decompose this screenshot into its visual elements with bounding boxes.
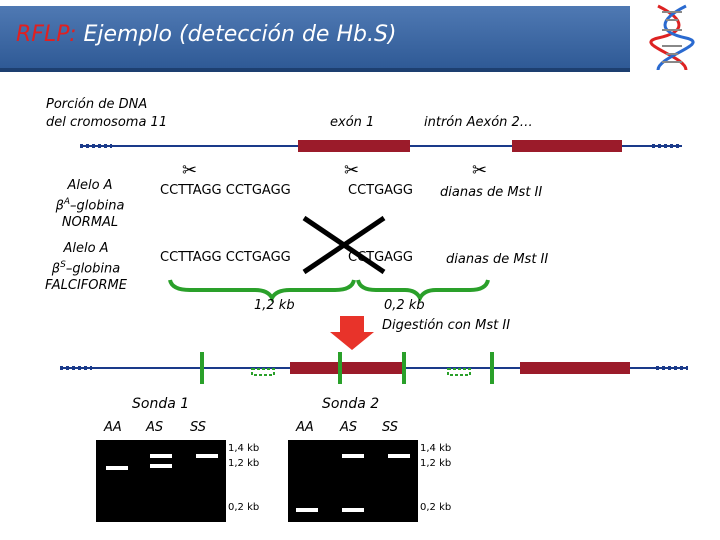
gel2-lane-as: AS [340, 420, 358, 435]
gel-1 [96, 440, 226, 522]
gel1-lane-ss: SS [190, 420, 207, 435]
gel1-band-aa-12 [106, 466, 128, 470]
gel2-band-as-14 [342, 454, 364, 458]
exon-label: exón 1 [330, 115, 375, 130]
exon-2-box [512, 140, 622, 152]
probe-2-label: Sonda 2 [322, 396, 380, 412]
allele-sickle-line3: FALCIFORME [45, 278, 127, 294]
seq-normal-1: CCTTAGG CCTGAGG [160, 183, 291, 198]
probe-1-marker [251, 368, 275, 376]
allele-normal-sup: A [63, 197, 71, 207]
dna-label-line1: Porción de DNA [46, 97, 148, 112]
gel2-band-as-02 [342, 508, 364, 512]
allele-normal-globina: –globina [70, 198, 125, 214]
seq-sickle-2: CCTGAGG [348, 250, 413, 265]
intron-label: intrón Aexón 2… [424, 115, 533, 130]
mst-label-sickle: dianas de Mst II [446, 252, 549, 267]
gel2-size-12: 1,2 kb [420, 458, 452, 469]
scissors-icon-3: ✂ [472, 160, 488, 181]
seq-sickle-1: CCTTAGG CCTGAGG [160, 250, 291, 265]
gel2-size-14: 1,4 kb [420, 443, 452, 454]
probe-1-label: Sonda 1 [132, 396, 190, 412]
title-acronym: RFLP: [16, 22, 77, 47]
gel1-size-02: 0,2 kb [228, 502, 260, 513]
gel1-band-as-14 [150, 454, 172, 458]
gel1-lane-as: AS [146, 420, 164, 435]
seq-normal-2: CCTGAGG [348, 183, 413, 198]
gel2-lane-ss: SS [382, 420, 399, 435]
beta-symbol: β [55, 198, 64, 214]
probe-2-marker [447, 368, 471, 376]
bottom-exon-1 [290, 362, 402, 374]
allele-sickle-line2: βS–globina [36, 257, 136, 277]
allele-normal-line1: Alelo A [67, 178, 113, 193]
allele-sickle-sup: S [60, 260, 66, 270]
digest-arrow-body [340, 316, 364, 334]
allele-sickle-globina: –globina [65, 261, 121, 277]
allele-normal-line3: NORMAL [61, 215, 119, 231]
gel2-band-aa-02 [296, 508, 318, 512]
allele-normal-label: Alelo A βA–globina NORMAL [40, 177, 140, 231]
gel2-lane-aa: AA [296, 420, 314, 435]
gel1-size-12: 1,2 kb [228, 458, 260, 469]
dna-label-line2: del cromosoma 11 [46, 115, 168, 130]
dna-helix-icon [646, 2, 698, 74]
fragment-0-2kb: 0,2 kb [384, 298, 425, 313]
allele-sickle-label: Alelo A βS–globina FALCIFORME [36, 240, 136, 294]
brace-1-2kb [168, 279, 356, 303]
gel1-band-ss-14 [196, 454, 218, 458]
title-bar [0, 6, 630, 72]
gel2-band-ss-14 [388, 454, 410, 458]
brace-0-2kb [356, 279, 490, 303]
allele-normal-line2: βA–globina [40, 194, 140, 214]
exon-1-box [298, 140, 410, 152]
page-title: RFLP: Ejemplo (detección de Hb.S) [16, 22, 397, 47]
beta-symbol-2: β [51, 261, 61, 277]
gel1-size-14: 1,4 kb [228, 443, 260, 454]
scissors-icon-1: ✂ [182, 160, 198, 181]
mst-label-normal: dianas de Mst II [440, 185, 543, 200]
bottom-exon-2 [520, 362, 630, 374]
cross-line-2 [302, 215, 386, 275]
gel2-size-02: 0,2 kb [420, 502, 452, 513]
allele-sickle-line1: Alelo A [63, 241, 109, 256]
digest-arrow-head [330, 332, 374, 350]
fragment-1-2kb: 1,2 kb [254, 298, 295, 313]
scissors-icon-2: ✂ [344, 160, 360, 181]
gel1-band-as-12 [150, 464, 172, 468]
digest-label: Digestión con Mst II [382, 318, 511, 333]
gel1-lane-aa: AA [104, 420, 122, 435]
title-text: Ejemplo (detección de Hb.S) [76, 22, 397, 47]
